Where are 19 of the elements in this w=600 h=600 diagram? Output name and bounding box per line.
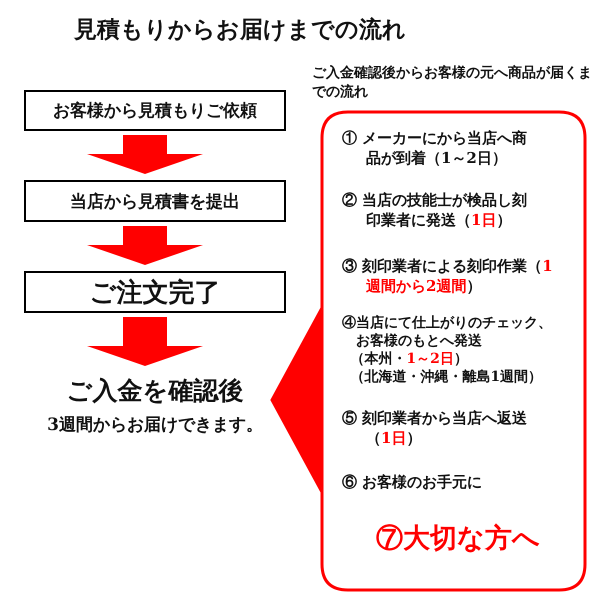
block-arrow: [87, 317, 203, 366]
block-arrow: [87, 226, 203, 265]
step-text: ③ 刻印業者による刻印作業（1週間から2週間）: [342, 256, 554, 296]
heading-text: ご入金を確認後: [66, 375, 244, 407]
process-box: 当店から見積書を提出: [24, 180, 286, 222]
step-text: ① メーカーにから当店へ商品が到着（1～2日）: [342, 128, 528, 168]
note-text: 3週間からお届けできます。: [46, 414, 264, 437]
title: 見積もりからお届けまでの流れ: [72, 15, 407, 45]
step-text: ⑥ お客様のお手元に: [342, 472, 484, 492]
step-text: （本州・1～2日）: [349, 350, 469, 368]
process-box: お客様から見積もりご依頼: [24, 90, 286, 131]
step-text: ④当店にて仕上がりのチェック、お客様のもとへ発送: [342, 314, 553, 350]
process-box: ご注文完了: [24, 271, 286, 313]
step-text: ⑤ 刻印業者から当店へ返送（1日）: [342, 408, 528, 448]
step-text: ② 当店の技能士が検品し刻印業者に発送（1日）: [342, 190, 528, 230]
step-text: ⑦大切な方へ: [375, 522, 541, 556]
block-arrow: [87, 135, 203, 174]
step-text: （北海道・沖縄・離島1週間）: [349, 368, 544, 386]
callout-heading: ご入金確認後からお客様の元へ商品が届くまでの流れ: [312, 64, 592, 102]
